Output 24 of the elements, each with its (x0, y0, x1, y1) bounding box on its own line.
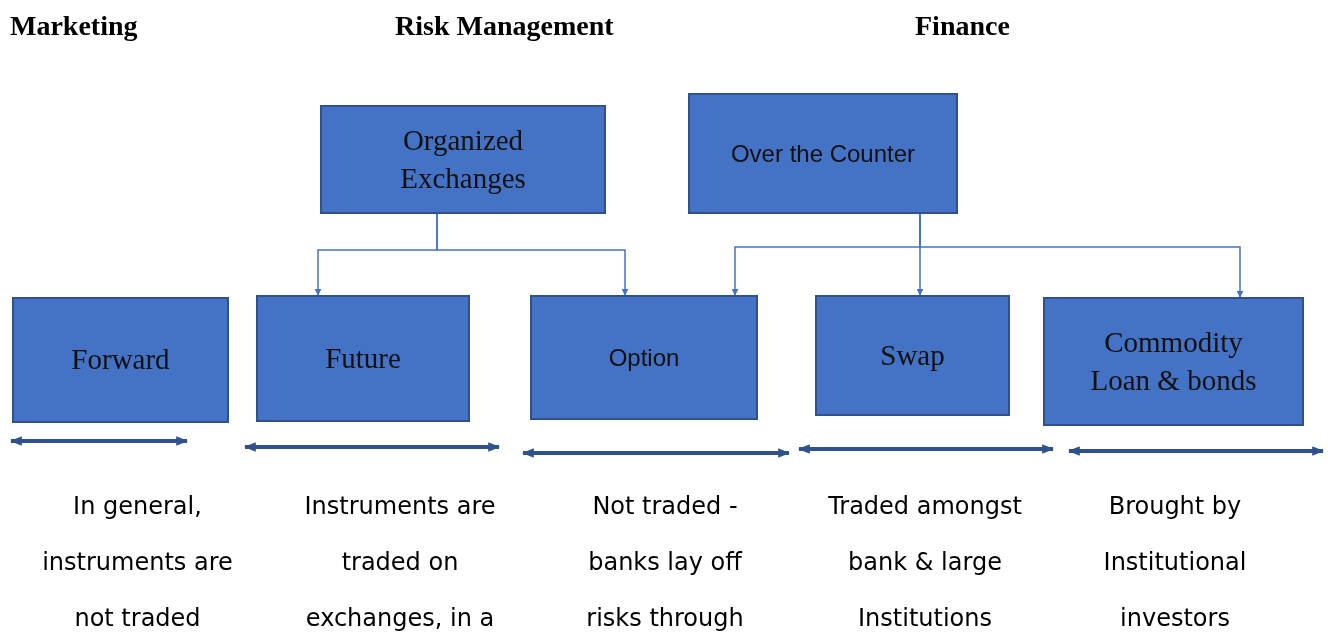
column-heading: Marketing (10, 10, 138, 42)
box-label: Forward (70, 342, 171, 378)
arrow (919, 213, 1244, 298)
box-caption: Brought by Institutional investors (1102, 491, 1248, 634)
box-label: Commodity Loan & bonds (1089, 324, 1258, 398)
column-heading: Risk Management (395, 10, 614, 42)
box-caption: Traded amongst bank & large Institutions (827, 491, 1023, 634)
box-label: Swap (879, 337, 946, 373)
box-caption: In general, instruments are not traded (41, 491, 234, 634)
box-caption: Instruments are traded on exchanges, in a (303, 491, 497, 634)
box-label: Option (607, 342, 681, 373)
box-label: Over the Counter (729, 138, 917, 169)
process-box (1043, 297, 1304, 426)
process-box (256, 295, 470, 422)
box-caption: Not traded - banks lay off risks through (585, 491, 745, 634)
process-box (815, 295, 1010, 416)
process-box (12, 297, 229, 423)
process-box (530, 295, 758, 420)
box-label: Organized Exchanges (399, 122, 527, 196)
column-heading: Finance (915, 10, 1010, 42)
process-box (688, 93, 958, 214)
process-box (320, 105, 606, 214)
arrow (436, 213, 629, 296)
box-label: Future (324, 340, 402, 376)
